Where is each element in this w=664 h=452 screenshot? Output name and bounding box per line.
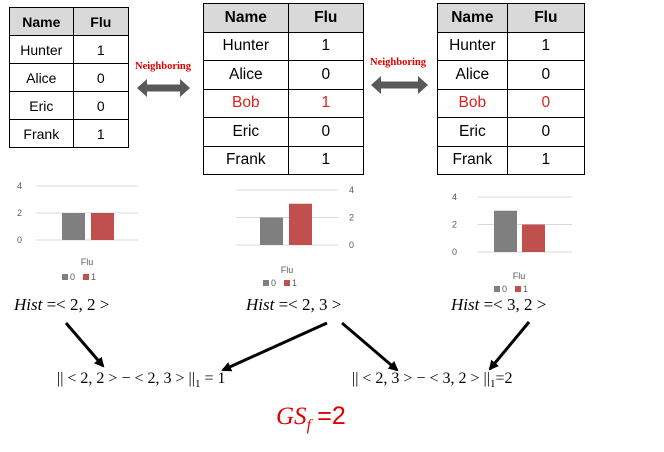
bar-series-0 bbox=[260, 217, 283, 245]
cell-flu: 1 bbox=[72, 35, 130, 64]
neighboring-label-1: Neighboring bbox=[135, 61, 192, 72]
legend-swatch bbox=[62, 274, 68, 280]
connector-arrow bbox=[64, 322, 105, 368]
table-header-flu: Flu bbox=[72, 7, 130, 36]
legend-label: 0 bbox=[271, 278, 276, 288]
cell-name: Eric bbox=[203, 117, 289, 147]
cell-flu: 1 bbox=[287, 88, 365, 118]
double-arrow-icon bbox=[137, 79, 190, 97]
x-axis-label: Flu bbox=[81, 257, 94, 267]
cell-name: Hunter bbox=[437, 31, 508, 61]
cell-flu: 1 bbox=[506, 31, 586, 61]
legend-label: 1 bbox=[91, 272, 96, 282]
x-axis-label: Flu bbox=[513, 271, 526, 281]
cell-name: Eric bbox=[9, 91, 74, 120]
legend-swatch bbox=[494, 286, 500, 292]
cell-name: Frank bbox=[9, 119, 74, 148]
bar-series-1 bbox=[522, 224, 545, 252]
legend-label: 1 bbox=[523, 284, 528, 294]
connector-arrow bbox=[488, 321, 531, 371]
cell-name: Bob bbox=[437, 88, 508, 118]
legend-label: 0 bbox=[70, 272, 75, 282]
legend-swatch bbox=[515, 286, 521, 292]
table-header-flu: Flu bbox=[506, 3, 586, 33]
y-tick-label: 0 bbox=[349, 240, 354, 250]
y-tick-label: 4 bbox=[17, 181, 22, 191]
bar-series-1 bbox=[91, 213, 114, 240]
norm-equation-1: || < 2, 2 > − < 2, 3 > ||1 = 1 bbox=[57, 370, 226, 391]
cell-flu: 1 bbox=[287, 145, 365, 175]
bar-series-0 bbox=[494, 210, 517, 252]
y-tick-label: 2 bbox=[17, 208, 22, 218]
cell-flu: 0 bbox=[506, 88, 586, 118]
global-sensitivity: GSf =2 bbox=[276, 402, 346, 434]
y-tick-label: 0 bbox=[452, 247, 457, 257]
bar-series-1 bbox=[289, 203, 312, 245]
cell-name: Bob bbox=[203, 88, 289, 118]
x-axis-label: Flu bbox=[281, 265, 294, 275]
legend-label: 0 bbox=[502, 284, 507, 294]
cell-name: Frank bbox=[203, 145, 289, 175]
legend-swatch bbox=[284, 280, 290, 286]
table-header-name: Name bbox=[437, 3, 508, 33]
cell-flu: 1 bbox=[72, 119, 130, 148]
cell-flu: 1 bbox=[506, 145, 586, 175]
cell-flu: 0 bbox=[72, 63, 130, 92]
cell-name: Frank bbox=[437, 145, 508, 175]
hist-label-3: Hist =< 3, 2 > bbox=[451, 295, 547, 314]
y-tick-label: 2 bbox=[452, 220, 457, 230]
legend-swatch bbox=[263, 280, 269, 286]
cell-flu: 0 bbox=[506, 117, 586, 147]
table-header-flu: Flu bbox=[287, 3, 365, 33]
norm-equation-2: || < 2, 3 > − < 3, 2 > ||1=2 bbox=[352, 370, 513, 391]
cell-flu: 1 bbox=[287, 31, 365, 61]
y-tick-label: 2 bbox=[349, 213, 354, 223]
hist-label-1: Hist =< 2, 2 > bbox=[14, 295, 110, 314]
neighboring-label-2: Neighboring bbox=[370, 57, 427, 68]
double-arrow-icon bbox=[371, 76, 428, 94]
hist-label-2: Hist =< 2, 3 > bbox=[246, 295, 342, 314]
cell-name: Eric bbox=[437, 117, 508, 147]
y-tick-label: 0 bbox=[17, 235, 22, 245]
connector-arrow bbox=[341, 321, 399, 372]
y-tick-label: 4 bbox=[349, 185, 354, 195]
table-header-name: Name bbox=[9, 7, 74, 36]
legend-label: 1 bbox=[292, 278, 297, 288]
y-tick-label: 4 bbox=[452, 192, 457, 202]
bar-series-0 bbox=[62, 213, 85, 240]
cell-name: Alice bbox=[437, 60, 508, 90]
connector-arrow bbox=[221, 321, 328, 372]
cell-name: Hunter bbox=[203, 31, 289, 61]
legend-swatch bbox=[83, 274, 89, 280]
